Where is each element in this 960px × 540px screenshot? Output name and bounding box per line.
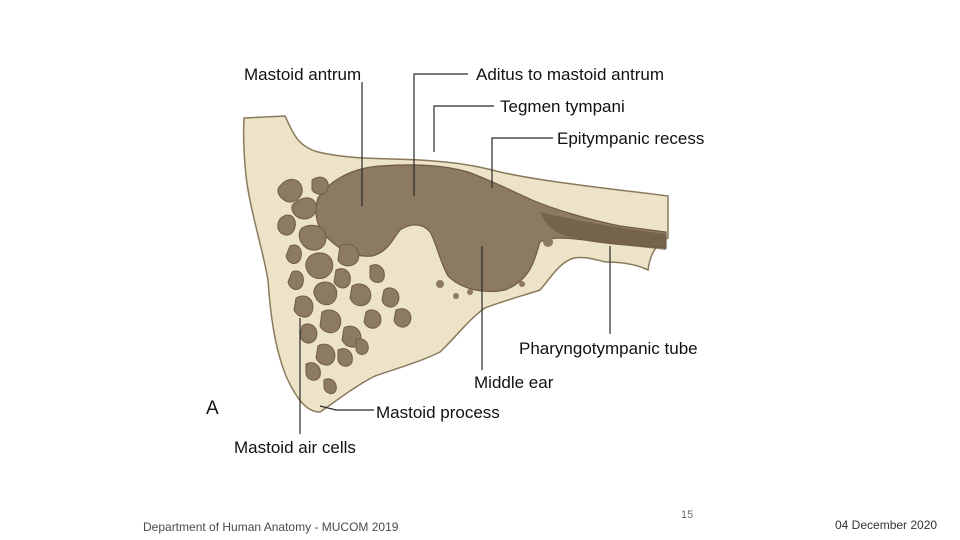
air-cell	[320, 310, 341, 333]
air-cell	[338, 244, 359, 266]
floor-cell	[543, 237, 553, 247]
air-cell	[370, 265, 384, 283]
floor-cell	[467, 289, 473, 295]
label-aditus: Aditus to mastoid antrum	[476, 65, 664, 84]
label-mastoid-air-cells: Mastoid air cells	[234, 438, 356, 457]
label-middle-ear: Middle ear	[474, 373, 554, 392]
floor-cell	[519, 281, 525, 287]
air-cell	[364, 310, 381, 328]
air-cell	[394, 309, 411, 327]
air-cell	[294, 296, 313, 317]
footer-date: 04 December 2020	[835, 518, 937, 532]
leader-tegmen	[434, 106, 494, 152]
slide-number: 15	[681, 509, 693, 521]
air-cell	[312, 177, 328, 194]
label-epitympanic: Epitympanic recess	[557, 129, 704, 148]
air-cell	[316, 344, 335, 365]
footer-department: Department of Human Anatomy - MUCOM 2019	[143, 520, 398, 534]
air-cell	[300, 324, 317, 343]
label-tegmen: Tegmen tympani	[500, 97, 625, 116]
air-cell	[306, 253, 333, 279]
air-cell	[278, 215, 295, 235]
air-cell	[350, 284, 371, 306]
air-cell	[382, 288, 399, 307]
floor-cell	[436, 280, 444, 288]
floor-cell	[453, 293, 459, 299]
label-mastoid-process: Mastoid process	[376, 403, 500, 422]
label-pharyngotympanic: Pharyngotympanic tube	[519, 339, 698, 358]
panel-letter: A	[206, 398, 219, 419]
label-mastoid-antrum: Mastoid antrum	[244, 65, 361, 84]
air-cell	[334, 269, 350, 288]
